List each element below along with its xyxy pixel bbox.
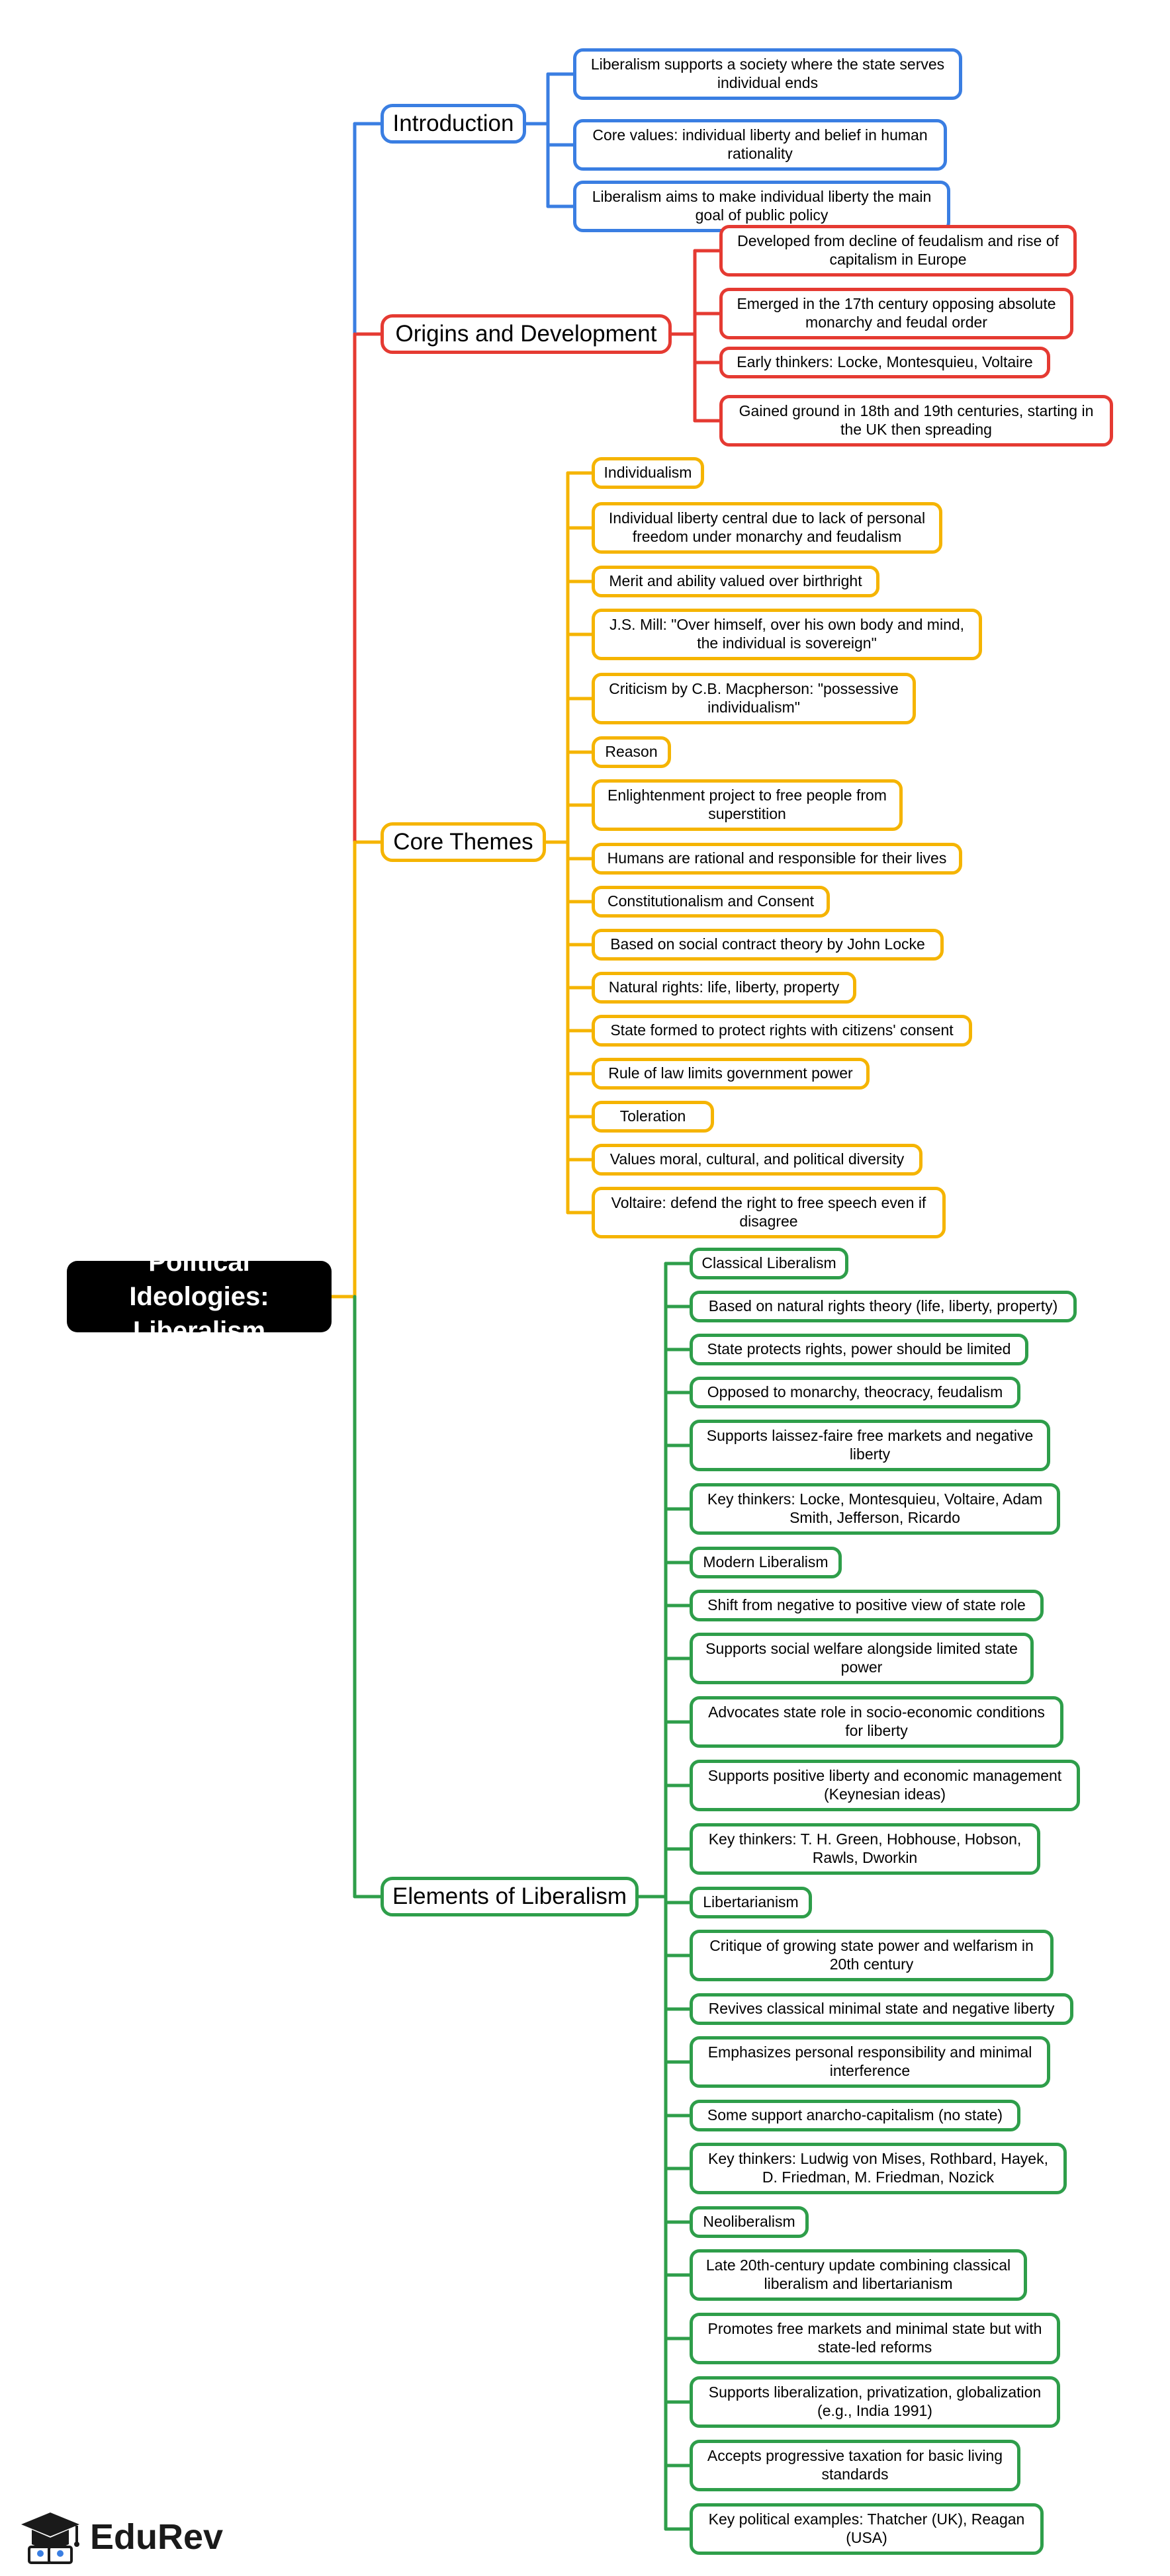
- elements-item: Classical Liberalism: [690, 1248, 848, 1279]
- core-item: Rule of law limits government power: [592, 1058, 870, 1090]
- elements-item: Key thinkers: T. H. Green, Hobhouse, Hob…: [690, 1823, 1040, 1875]
- core-item: J.S. Mill: "Over himself, over his own b…: [592, 609, 982, 660]
- core-item: State formed to protect rights with citi…: [592, 1015, 972, 1047]
- core-item: Merit and ability valued over birthright: [592, 566, 879, 597]
- elements-item: Some support anarcho-capitalism (no stat…: [690, 2100, 1020, 2131]
- elements-item: State protects rights, power should be l…: [690, 1334, 1028, 1365]
- elements-item: Supports liberalization, privatization, …: [690, 2376, 1060, 2428]
- origins-item: Early thinkers: Locke, Montesquieu, Volt…: [719, 347, 1050, 378]
- core-item: Constitutionalism and Consent: [592, 886, 830, 918]
- core-item: Reason: [592, 736, 671, 768]
- elements-item: Supports positive liberty and economic m…: [690, 1760, 1080, 1811]
- branch-introduction: Introduction: [381, 104, 526, 144]
- elements-item: Supports social welfare alongside limite…: [690, 1633, 1034, 1684]
- origins-item: Developed from decline of feudalism and …: [719, 225, 1077, 277]
- elements-item: Supports laissez-faire free markets and …: [690, 1420, 1050, 1471]
- core-item: Toleration: [592, 1101, 714, 1133]
- elements-item: Key political examples: Thatcher (UK), R…: [690, 2503, 1044, 2555]
- elements-item: Neoliberalism: [690, 2206, 809, 2238]
- branch-elements: Elements of Liberalism: [381, 1877, 639, 1916]
- logo-text: EduRev: [90, 2517, 224, 2557]
- elements-item: Promotes free markets and minimal state …: [690, 2313, 1060, 2364]
- introduction-item: Liberalism aims to make individual liber…: [573, 181, 950, 232]
- elements-item: Based on natural rights theory (life, li…: [690, 1291, 1077, 1322]
- core-item: Natural rights: life, liberty, property: [592, 972, 856, 1004]
- core-item: Individual liberty central due to lack o…: [592, 502, 942, 554]
- core-item: Values moral, cultural, and political di…: [592, 1144, 922, 1176]
- elements-item: Critique of growing state power and welf…: [690, 1930, 1054, 1981]
- branch-core: Core Themes: [381, 822, 546, 862]
- introduction-item: Core values: individual liberty and beli…: [573, 119, 947, 171]
- introduction-item: Liberalism supports a society where the …: [573, 48, 962, 100]
- elements-item: Shift from negative to positive view of …: [690, 1590, 1044, 1621]
- branch-origins: Origins and Development: [381, 314, 672, 354]
- root-node: Political Ideologies: Liberalism: [67, 1248, 332, 1346]
- core-item: Criticism by C.B. Macpherson: "possessiv…: [592, 673, 916, 724]
- elements-item: Libertarianism: [690, 1887, 812, 1918]
- elements-item: Advocates state role in socio-economic c…: [690, 1696, 1063, 1748]
- core-item: Enlightenment project to free people fro…: [592, 779, 903, 831]
- elements-item: Modern Liberalism: [690, 1547, 842, 1578]
- elements-item: Opposed to monarchy, theocracy, feudalis…: [690, 1377, 1020, 1408]
- elements-item: Key thinkers: Ludwig von Mises, Rothbard…: [690, 2143, 1067, 2194]
- elements-item: Revives classical minimal state and nega…: [690, 1993, 1073, 2025]
- core-item: Individualism: [592, 457, 704, 489]
- core-item: Voltaire: defend the right to free speec…: [592, 1187, 946, 1238]
- origins-item: Emerged in the 17th century opposing abs…: [719, 288, 1073, 339]
- core-item: Based on social contract theory by John …: [592, 929, 944, 961]
- graduation-cap-icon: [21, 2512, 79, 2564]
- elements-item: Emphasizes personal responsibility and m…: [690, 2036, 1050, 2088]
- origins-item: Gained ground in 18th and 19th centuries…: [719, 395, 1113, 447]
- core-item: Humans are rational and responsible for …: [592, 843, 962, 875]
- edurev-logo: EduRev: [20, 2507, 238, 2567]
- elements-item: Key thinkers: Locke, Montesquieu, Voltai…: [690, 1483, 1060, 1535]
- elements-item: Late 20th-century update combining class…: [690, 2249, 1027, 2301]
- elements-item: Accepts progressive taxation for basic l…: [690, 2440, 1020, 2491]
